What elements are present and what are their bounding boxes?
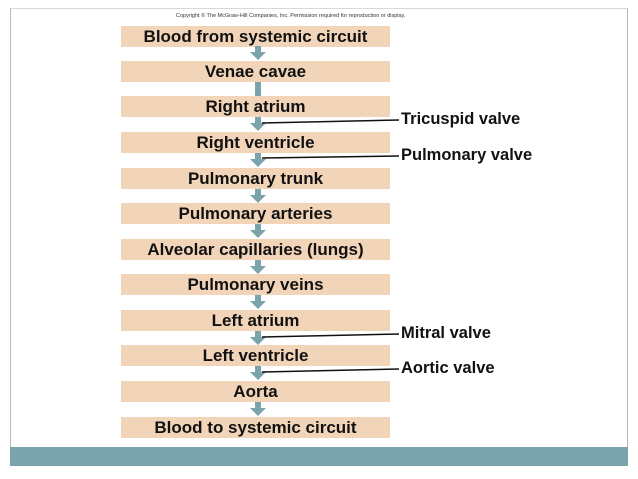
- pulmonary-leader-line: [261, 155, 400, 159]
- step-pulmonary-arteries: Pulmonary arteries: [121, 203, 390, 224]
- step-alveolar-capillaries: Alveolar capillaries (lungs): [121, 239, 390, 260]
- down-arrow-icon: [250, 331, 266, 345]
- down-arrow-icon: [250, 224, 266, 238]
- valve-label-aortic: Aortic valve: [401, 359, 495, 377]
- step-venae-cavae: Venae cavae: [121, 61, 390, 82]
- valve-label-pulmonary: Pulmonary valve: [401, 146, 533, 164]
- slide-footer-bar: [10, 447, 628, 466]
- valve-label-mitral: Mitral valve: [401, 324, 491, 342]
- down-arrow-icon: [250, 189, 266, 203]
- down-arrow-icon: [250, 366, 266, 380]
- step-left-ventricle: Left ventricle: [121, 345, 390, 366]
- step-pulmonary-trunk: Pulmonary trunk: [121, 168, 390, 189]
- down-arrow-icon: [250, 260, 266, 274]
- step-blood-from-systemic-circuit: Blood from systemic circuit: [121, 26, 390, 47]
- down-arrow-icon: [255, 82, 261, 96]
- step-pulmonary-veins: Pulmonary veins: [121, 274, 390, 295]
- down-arrow-icon: [250, 295, 266, 309]
- step-right-atrium: Right atrium: [121, 96, 390, 117]
- down-arrow-icon: [250, 402, 266, 416]
- down-arrow-icon: [250, 117, 266, 131]
- mitral-leader-line: [261, 333, 400, 338]
- aortic-leader-line: [261, 368, 400, 373]
- step-aorta: Aorta: [121, 381, 390, 402]
- tricuspid-leader-line: [261, 119, 400, 124]
- down-arrow-icon: [250, 46, 266, 60]
- down-arrow-icon: [250, 153, 266, 167]
- valve-label-tricuspid: Tricuspid valve: [401, 110, 521, 128]
- copyright-notice: Copyright © The McGraw-Hill Companies, I…: [176, 13, 406, 19]
- step-blood-to-systemic-circuit: Blood to systemic circuit: [121, 417, 390, 438]
- step-right-ventricle: Right ventricle: [121, 132, 390, 153]
- step-left-atrium: Left atrium: [121, 310, 390, 331]
